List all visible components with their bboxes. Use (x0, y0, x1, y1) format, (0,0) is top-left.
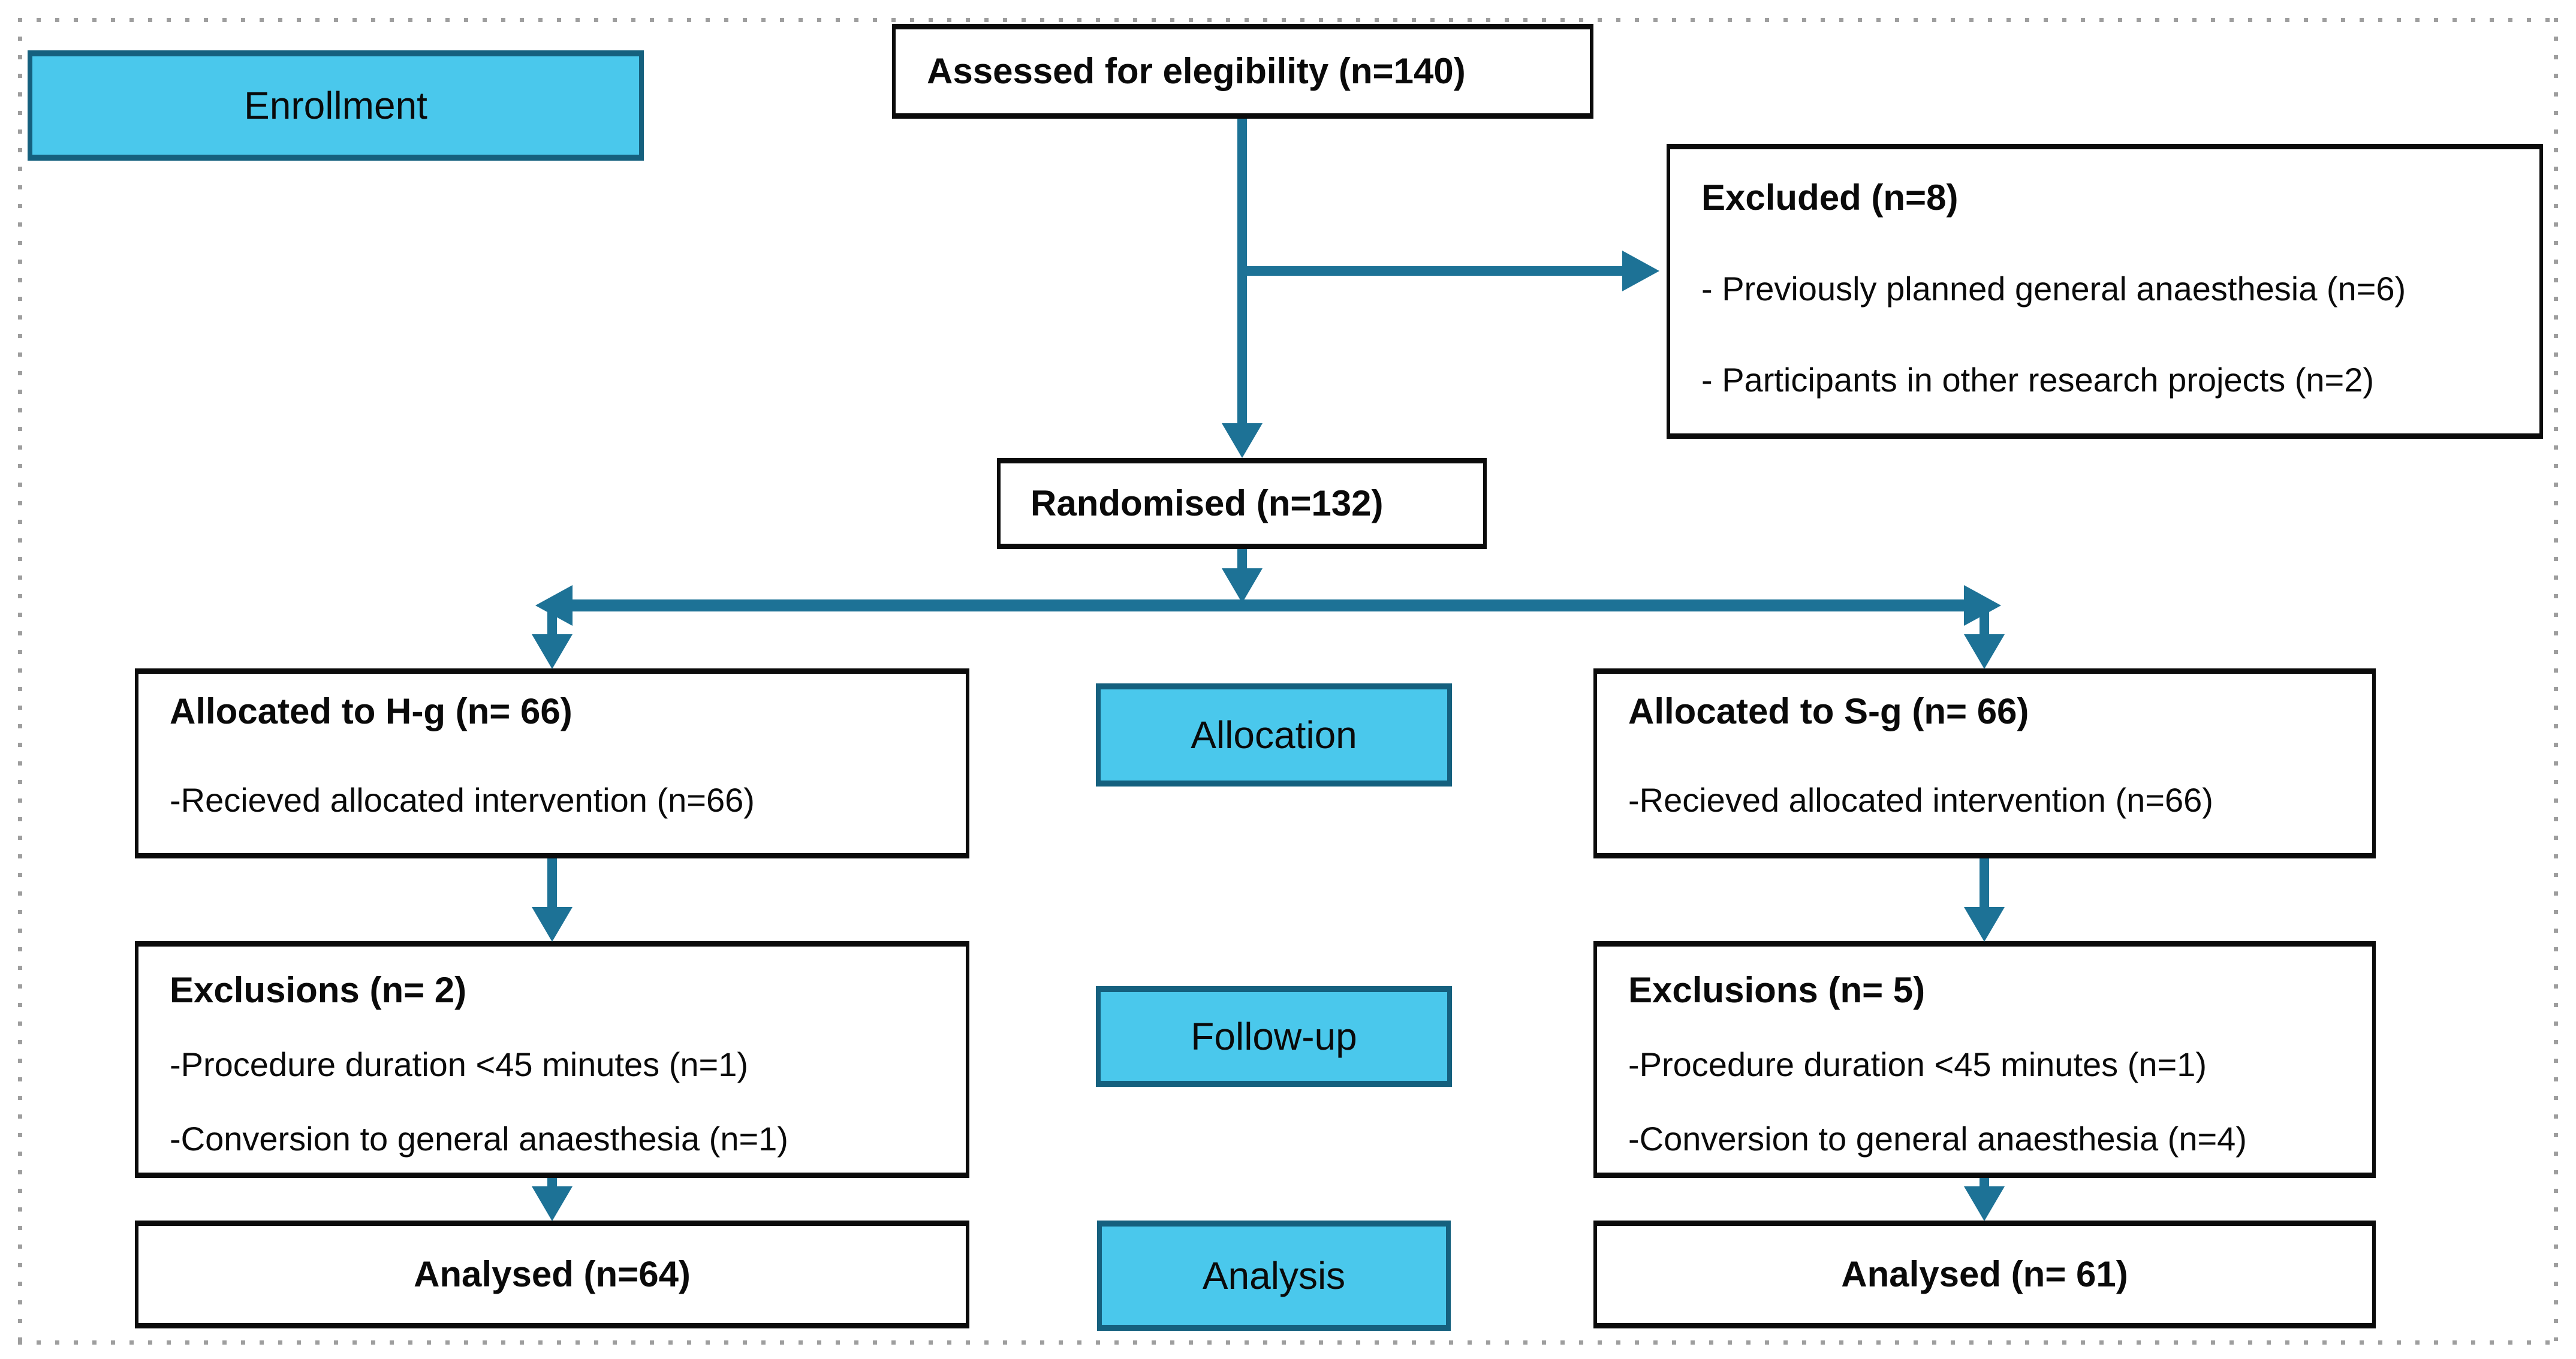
arrow-randomised-to-split-head (1222, 568, 1263, 603)
dotted-border-right (2554, 18, 2558, 1341)
assessed-title: Assessed for elegibility (n=140) (927, 51, 1466, 91)
excluded-item: - Participants in other research project… (1701, 361, 2375, 399)
arrow-assessed-to-randomised-head (1222, 423, 1263, 458)
dotted-border-bottom (18, 1340, 2558, 1345)
arrow-randomised-to-split-line (1237, 549, 1247, 569)
stage-label-enrollment: Enrollment (28, 50, 644, 161)
arrow-split-line (552, 599, 1984, 611)
allocated-hg-box: Allocated to H-g (n= 66) -Recieved alloc… (135, 668, 969, 858)
arrow-allocated-hg-to-exclusions-line (547, 858, 557, 908)
exclusions-hg-box: Exclusions (n= 2) -Procedure duration <4… (135, 941, 969, 1178)
allocated-sg-item: -Recieved allocated intervention (n=66) (1628, 781, 2213, 819)
arrow-allocated-hg-to-exclusions-head (532, 907, 573, 942)
analysed-sg-title: Analysed (n= 61) (1841, 1254, 2128, 1294)
arrow-exclusions-hg-to-analysed-head (532, 1186, 573, 1221)
allocated-sg-box: Allocated to S-g (n= 66) -Recieved alloc… (1593, 668, 2376, 858)
exclusions-sg-item: -Procedure duration <45 minutes (n=1) (1628, 1045, 2207, 1083)
analysed-hg-title: Analysed (n=64) (414, 1254, 691, 1294)
exclusions-hg-item: -Conversion to general anaesthesia (n=1) (170, 1120, 788, 1158)
analysed-hg-box: Analysed (n=64) (135, 1221, 969, 1328)
arrow-to-excluded-head (1622, 251, 1659, 291)
stage-label-enrollment-text: Enrollment (244, 84, 427, 127)
assessed-box: Assessed for elegibility (n=140) (892, 24, 1593, 119)
arrow-drop-sg-head (1964, 634, 2005, 669)
excluded-box: Excluded (n=8) - Previously planned gene… (1667, 144, 2543, 439)
stage-label-allocation: Allocation (1096, 683, 1452, 787)
excluded-title: Excluded (n=8) (1701, 177, 1959, 218)
excluded-item: - Previously planned general anaesthesia… (1701, 270, 2406, 308)
arrow-drop-hg-line (547, 610, 557, 637)
arrow-allocated-sg-to-exclusions-line (1980, 858, 1989, 908)
arrow-allocated-sg-to-exclusions-head (1964, 907, 2005, 942)
arrow-drop-hg-head (532, 634, 573, 669)
arrow-exclusions-sg-to-analysed-line (1980, 1178, 1989, 1188)
allocated-sg-title: Allocated to S-g (n= 66) (1628, 691, 2029, 731)
exclusions-sg-item: -Conversion to general anaesthesia (n=4) (1628, 1120, 2247, 1158)
randomised-box: Randomised (n=132) (997, 458, 1487, 549)
exclusions-hg-item: -Procedure duration <45 minutes (n=1) (170, 1045, 748, 1083)
stage-label-follow-up: Follow-up (1096, 986, 1452, 1087)
arrow-drop-sg-line (1980, 610, 1989, 637)
exclusions-sg-box: Exclusions (n= 5) -Procedure duration <4… (1593, 941, 2376, 1178)
stage-label-analysis-text: Analysis (1202, 1254, 1346, 1297)
allocated-hg-item: -Recieved allocated intervention (n=66) (170, 781, 755, 819)
exclusions-hg-title: Exclusions (n= 2) (170, 970, 467, 1010)
analysed-sg-box: Analysed (n= 61) (1593, 1221, 2376, 1328)
stage-label-allocation-text: Allocation (1191, 713, 1357, 757)
dotted-border-left (18, 18, 22, 1341)
stage-label-follow-up-text: Follow-up (1191, 1015, 1357, 1058)
dotted-border-top (18, 18, 2558, 22)
arrow-exclusions-hg-to-analysed-line (547, 1178, 557, 1188)
arrow-exclusions-sg-to-analysed-head (1964, 1186, 2005, 1221)
stage-label-analysis: Analysis (1097, 1221, 1451, 1331)
exclusions-sg-title: Exclusions (n= 5) (1628, 970, 1926, 1010)
arrow-to-excluded-line (1242, 266, 1622, 276)
randomised-title: Randomised (n=132) (1031, 483, 1384, 523)
allocated-hg-title: Allocated to H-g (n= 66) (170, 691, 573, 731)
